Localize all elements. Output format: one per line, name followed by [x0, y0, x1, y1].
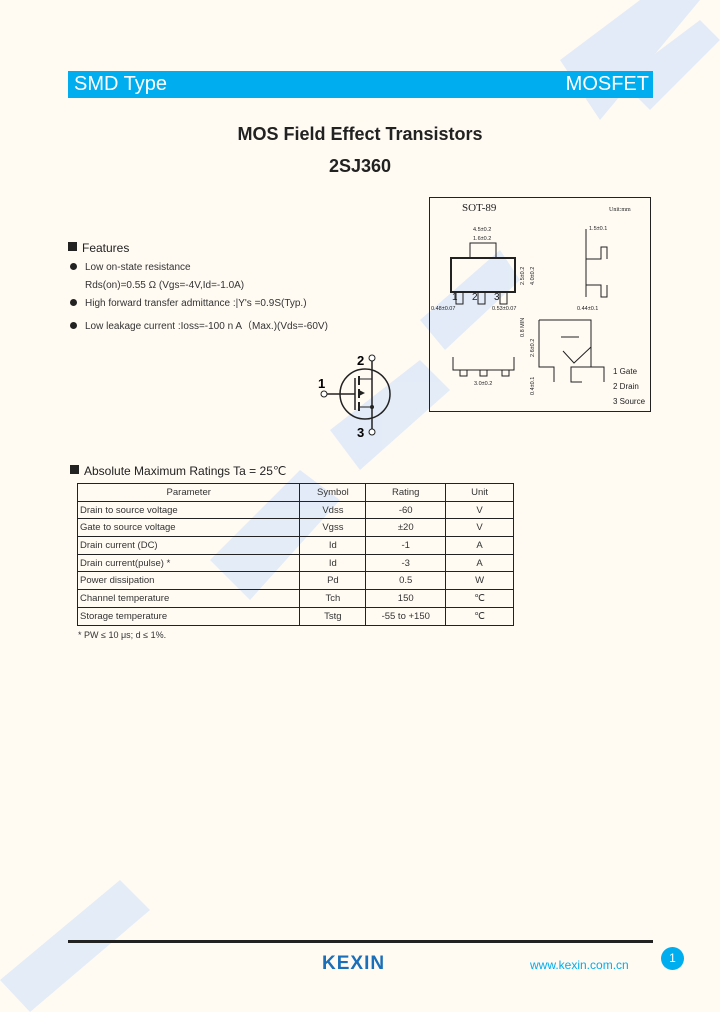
unit-label: Unit:mm: [609, 207, 631, 213]
bullet-icon: [70, 299, 77, 306]
header-left: SMD Type: [74, 73, 167, 95]
feature-item: High forward transfer admittance :|Y's =…: [70, 298, 307, 309]
part-number: 2SJ360: [328, 156, 392, 176]
square-bullet-icon: [68, 242, 77, 251]
dim-label: 2.6±0.2: [530, 339, 536, 357]
dim-label: 1.6±0.2: [473, 236, 491, 242]
ratings-heading: Absolute Maximum Ratings Ta = 25℃: [70, 464, 286, 478]
feature-item: Low on-state resistance: [70, 262, 191, 273]
table-cell: -3: [365, 553, 447, 573]
footer-divider: [68, 940, 653, 943]
table-cell: Id: [299, 536, 367, 555]
pin-1-label: 1: [318, 376, 325, 391]
bullet-icon: [70, 322, 77, 329]
svg-text:2: 2: [472, 292, 478, 303]
pin-2-label: 2: [357, 353, 364, 368]
table-cell: -1: [365, 536, 447, 555]
table-cell: Storage temperature: [76, 606, 301, 626]
table-cell: Channel temperature: [76, 589, 301, 608]
table-cell: -55 to +150: [365, 606, 447, 626]
square-bullet-icon: [70, 465, 79, 474]
kexin-logo: KEXIN: [322, 953, 386, 974]
table-footnote: * PW ≤ 10 μs; d ≤ 1%.: [78, 630, 167, 640]
table-cell: Tch: [299, 589, 367, 608]
table-cell: Vdss: [299, 500, 367, 520]
svg-text:1: 1: [452, 292, 458, 303]
dim-label: 3.0±0.2: [474, 381, 492, 387]
dim-label: 0.53±0.07: [492, 306, 516, 312]
dim-label: 4.5±0.2: [473, 227, 491, 233]
table-cell: V: [445, 500, 514, 520]
dim-label: 0.4±0.1: [530, 377, 536, 395]
pin-3-label: 3: [357, 425, 364, 440]
bullet-icon: [70, 263, 77, 270]
dim-label: 0.48±0.07: [431, 306, 455, 312]
table-cell: 150: [365, 589, 447, 608]
feature-item: Low leakage current :Ioss=-100 n A（Max.)…: [70, 317, 328, 332]
package-name: SOT-89: [462, 202, 497, 214]
table-cell: Drain to source voltage: [76, 500, 301, 520]
legend-drain: 2 Drain: [613, 382, 639, 391]
table-cell: Gate to source voltage: [76, 518, 301, 538]
table-cell: V: [445, 518, 514, 538]
table-cell: A: [445, 553, 514, 573]
table-cell: Vgss: [299, 518, 367, 538]
table-cell: ℃: [445, 589, 514, 608]
page-number-badge: 1: [661, 947, 684, 970]
table-cell: ℃: [445, 606, 514, 626]
table-cell: W: [445, 571, 514, 591]
table-cell: Tstg: [299, 606, 367, 626]
dim-label: 1.5±0.1: [589, 226, 607, 232]
legend-source: 3 Source: [613, 397, 646, 406]
header-right: MOSFET: [565, 73, 649, 95]
table-cell: -60: [365, 500, 447, 520]
table-cell: Pd: [299, 571, 367, 591]
package-outline-drawing: SOT-89 Unit:mm 4.5±0.2 1.6±0.2 1.5±0.1 2.…: [429, 197, 651, 412]
dim-label: 4.0±0.2: [530, 267, 536, 285]
table-cell: ±20: [365, 518, 447, 538]
feature-sub: Rds(on)=0.55 Ω (Vgs=-4V,Id=-1.0A): [85, 280, 245, 291]
table-cell: Power dissipation: [76, 571, 301, 591]
table-cell: 0.5: [365, 571, 447, 591]
dim-label: 0.8 MIN: [520, 318, 526, 337]
mosfet-symbol-icon: 2 1 3: [318, 353, 391, 440]
dim-label: 2.5±0.2: [520, 267, 526, 285]
table-cell: Drain current(pulse) *: [76, 553, 301, 573]
document-title: MOS Field Effect Transistors: [237, 124, 483, 144]
website-link[interactable]: www.kexin.com.cn: [530, 958, 629, 972]
svg-text:3: 3: [494, 292, 500, 303]
table-cell: A: [445, 536, 514, 555]
legend-gate: 1 Gate: [613, 367, 638, 376]
table-cell: Id: [299, 553, 367, 573]
table-cell: Drain current (DC): [76, 536, 301, 555]
header-bar: SMD Type MOSFET: [68, 71, 653, 98]
dim-label: 0.44±0.1: [577, 306, 598, 312]
features-heading: Features: [68, 241, 129, 255]
